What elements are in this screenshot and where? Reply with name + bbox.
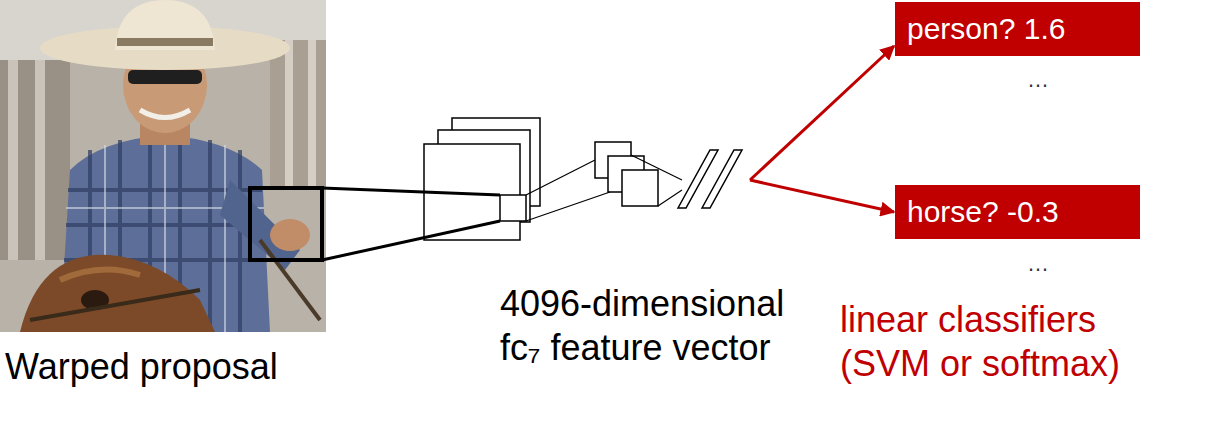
connector <box>750 46 894 180</box>
connector <box>750 180 894 212</box>
node-text: horse? -0.3 <box>907 192 1128 232</box>
ellipsis: … <box>1008 66 1068 93</box>
node-text: person? 1.6 <box>907 9 1128 49</box>
photo-node: Warped proposal <box>0 0 330 389</box>
node-text: 4096-dimensional fc₇ feature vector <box>500 282 820 370</box>
connector <box>322 188 500 260</box>
classifier-caption: linear classifiers (SVM or softmax) <box>840 298 1185 386</box>
photo-illustration <box>0 0 326 332</box>
class-score-box: horse? -0.3 <box>895 185 1140 239</box>
node-text: Warped proposal <box>5 345 330 389</box>
ellipsis: … <box>1008 250 1068 277</box>
class-score-box: person? 1.6 <box>895 2 1140 56</box>
feature-node: 4096-dimensional fc₇ feature vector <box>420 110 750 370</box>
